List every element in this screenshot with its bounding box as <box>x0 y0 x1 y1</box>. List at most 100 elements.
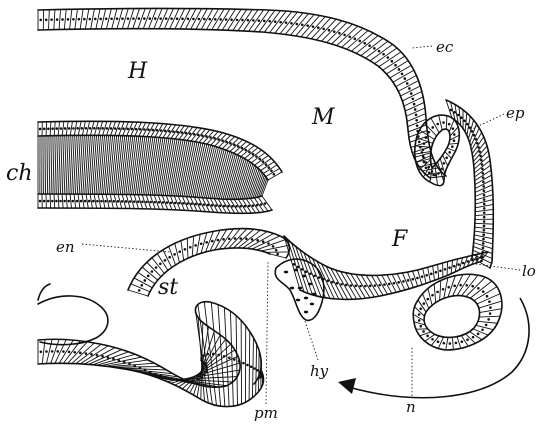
neural-floor-nucleus <box>378 284 381 287</box>
neural-floor-nucleus <box>313 274 316 277</box>
neural-floor-nucleus <box>383 283 386 286</box>
ectoderm-nucleus <box>203 18 206 21</box>
ectoderm-nucleus <box>312 25 315 28</box>
endoderm-nucleus <box>276 253 279 256</box>
notochord-bottom-nucleus <box>55 200 58 203</box>
notochord-top-nucleus <box>241 147 244 150</box>
ectoderm-nucleus <box>72 18 75 21</box>
ectoderm-nucleus <box>105 18 108 21</box>
hypophysis-nucleus <box>304 297 308 300</box>
stomodeum-nucleus <box>85 352 88 355</box>
notochord-bottom-nucleus <box>117 200 120 203</box>
notochord-bottom-nucleus <box>67 200 70 203</box>
epiphysis-nucleus <box>437 172 440 175</box>
neural-floor-nucleus <box>457 263 460 266</box>
ventral-loop-nucleus <box>455 342 458 345</box>
ventral-loop-nucleus <box>486 295 489 298</box>
notochord-bottom-nucleus <box>137 200 140 203</box>
stomodeum-nucleus <box>90 353 93 356</box>
endoderm-nucleus <box>159 262 162 265</box>
lateral-wall-nucleus <box>483 225 486 228</box>
epiphysis-nucleus <box>443 162 446 165</box>
hypophysis-nucleus <box>284 271 288 274</box>
notochord-top-nucleus <box>209 136 212 139</box>
ectoderm-nucleus <box>116 17 119 20</box>
lateral-wall-cell-wall <box>465 113 467 132</box>
epiphysis-nucleus <box>451 145 454 148</box>
hypophysis-nucleus <box>302 275 306 278</box>
ectoderm-nucleus <box>241 19 244 22</box>
endoderm-nucleus <box>228 237 231 240</box>
hypophysis-nucleus <box>310 303 314 306</box>
ectoderm-nucleus <box>398 68 401 71</box>
notochord-top-nucleus <box>143 128 146 131</box>
ectoderm-cell-wall <box>398 81 418 92</box>
notochord-top-nucleus <box>97 127 100 130</box>
notochord-top-nucleus <box>68 127 71 130</box>
label-pm: pm <box>254 404 278 422</box>
notochord-top-nucleus <box>229 142 232 145</box>
lateral-wall-nucleus <box>482 181 485 184</box>
ventral-loop-nucleus <box>489 306 492 309</box>
ectoderm-cell-wall <box>64 9 66 29</box>
notochord-top-nucleus <box>252 153 255 156</box>
notochord-top-nucleus <box>43 128 46 131</box>
neural-floor-nucleus <box>318 276 321 279</box>
ectoderm-nucleus <box>333 30 336 33</box>
notochord-top-nucleus <box>213 137 216 140</box>
ectoderm-nucleus <box>328 29 331 32</box>
endoderm-cell-wall <box>197 234 201 255</box>
ectoderm-nucleus <box>406 82 409 85</box>
lateral-wall-nucleus <box>483 198 486 201</box>
hypophysis-nucleus <box>294 269 298 272</box>
ectoderm-nucleus <box>296 23 299 26</box>
ectoderm-nucleus <box>154 17 157 20</box>
ventral-loop-nucleus <box>453 285 456 288</box>
ventral-loop-nucleus <box>419 307 422 310</box>
neural-floor-nucleus <box>336 282 339 285</box>
neural-floor-nucleus <box>430 273 433 276</box>
notochord-bottom-nucleus <box>121 200 124 203</box>
ectoderm-nucleus <box>50 18 53 21</box>
lateral-wall-nucleus <box>481 168 484 171</box>
notochord-top-cell-wall <box>46 122 47 136</box>
label-st: st <box>158 275 178 300</box>
notochord-top-nucleus <box>225 141 228 144</box>
lateral-wall-outer <box>446 100 493 268</box>
lateral-wall-nucleus <box>483 203 486 206</box>
notochord-top-nucleus <box>168 130 171 133</box>
ectoderm-nucleus <box>127 17 130 20</box>
notochord-top-nucleus <box>39 128 42 131</box>
neural-floor-cells <box>284 236 488 299</box>
endoderm-cell-wall <box>142 267 158 280</box>
ectoderm-nucleus <box>290 22 293 25</box>
endoderm-cell-wall <box>152 258 164 274</box>
neural-floor-nucleus <box>331 281 334 284</box>
epiphysis-nucleus <box>453 133 456 136</box>
notochord-top-nucleus <box>262 160 265 163</box>
ventral-loop-cell-wall <box>478 321 497 323</box>
stomodeum-nucleus <box>217 354 220 357</box>
epiphysis-nucleus <box>453 139 456 142</box>
notochord-bottom-nucleus <box>149 201 152 204</box>
hypophysis-nucleus <box>290 287 294 290</box>
neural-floor-cell-wall <box>346 273 362 299</box>
notochord-top-nucleus <box>180 131 183 134</box>
notochord-top-nucleus <box>89 127 92 130</box>
lateral-wall-nucleus <box>483 194 486 197</box>
notochord-top-nucleus <box>114 127 117 130</box>
ectoderm-nucleus <box>181 17 184 20</box>
endoderm-nucleus <box>155 266 158 269</box>
notochord-bottom-nucleus <box>252 204 255 207</box>
leader-hy <box>304 318 318 360</box>
epiphysis-nucleus <box>422 155 425 158</box>
notochord-bottom-nucleus <box>47 200 50 203</box>
notochord-bottom-nucleus <box>125 200 128 203</box>
ectoderm-nucleus <box>418 141 421 144</box>
ectoderm-cell-wall <box>217 9 230 30</box>
ectoderm-nucleus <box>247 19 250 22</box>
ectoderm-nucleus <box>110 17 113 20</box>
notochord-bottom-nucleus <box>190 203 193 206</box>
neural-floor <box>284 236 488 299</box>
ectoderm-nucleus <box>148 17 151 20</box>
